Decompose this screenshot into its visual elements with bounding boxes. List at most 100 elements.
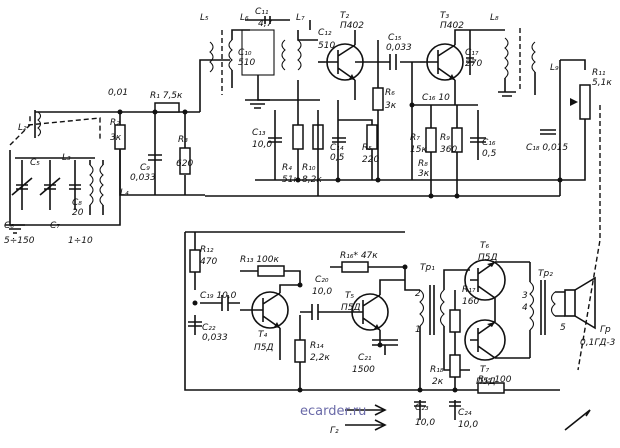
- capacitor-c20: [300, 304, 340, 320]
- label-c17v: 270: [465, 59, 482, 69]
- label-r18: R₁₈: [430, 365, 444, 375]
- resistor-r3: [179, 147, 191, 175]
- label-r11: R₁₁: [592, 68, 606, 78]
- label-c10v: 510: [238, 58, 255, 68]
- label-t7: T₇: [480, 365, 489, 375]
- capacitor-c23: [414, 400, 426, 420]
- label-r6: R₆: [385, 88, 395, 98]
- resistor-r18: [449, 354, 461, 378]
- label-c21: C₂₁: [358, 353, 372, 363]
- label-c20: C₂₀: [315, 275, 329, 285]
- label-r15: R₁₅ 100: [478, 375, 512, 385]
- label-r8: R₈: [418, 159, 428, 169]
- label-r14: R₁₄: [310, 341, 324, 351]
- label-c9v: 0,033: [130, 173, 156, 183]
- junctions: [117, 102, 563, 393]
- ground-symbol-corner: [564, 409, 591, 431]
- label-l3: L₃: [62, 153, 71, 163]
- label-r4v: 51к: [282, 175, 299, 185]
- label-r7v: 15к: [410, 145, 427, 155]
- label-r10: R₁₀: [302, 163, 316, 173]
- resistor-r14: [294, 339, 306, 363]
- label-c15: C₁₅: [388, 33, 402, 43]
- label-c13v: 10,0: [252, 140, 272, 150]
- label-c5: C₅: [30, 158, 40, 168]
- label-l8: L₈: [490, 13, 499, 23]
- label-c8v: 20: [72, 208, 84, 218]
- label-c8: C₈: [72, 198, 82, 208]
- label-r3: R₃: [178, 135, 188, 145]
- label-v001: 0,01: [108, 88, 128, 98]
- capacitor-c9: [148, 154, 162, 161]
- coil-block-l8-l9: [498, 28, 536, 97]
- watermark: ecarder.ru: [300, 404, 366, 419]
- label-c16: C₁₆ 10: [422, 93, 450, 103]
- label-c6v: 5÷150: [4, 236, 35, 246]
- label-n3: 3: [522, 291, 528, 301]
- label-c16b: C₁₆: [482, 138, 496, 148]
- label-g2: Г₂: [330, 426, 339, 436]
- capacitor-c22: [188, 315, 202, 335]
- label-c14: C₁₄: [330, 143, 344, 153]
- label-c7: C₇: [50, 221, 60, 231]
- label-c12: C₁₂: [318, 28, 332, 38]
- transistor-t4[interactable]: [240, 284, 300, 360]
- label-r4: R₄: [282, 163, 292, 173]
- label-tr2: Тр₂: [538, 269, 553, 279]
- resistor-r5: [366, 124, 378, 150]
- label-c20v: 10,0: [312, 287, 332, 297]
- label-c24v: 10,0: [458, 420, 478, 430]
- capacitor-c13: [268, 137, 282, 143]
- label-t6: T₆: [480, 241, 489, 251]
- label-c22v: 0,033: [202, 333, 228, 343]
- transistor-t6[interactable]: [464, 259, 530, 315]
- label-c23v: 10,0: [415, 418, 435, 428]
- label-r12v: 470: [200, 257, 217, 267]
- label-t3: T₃: [440, 11, 449, 21]
- resistor-r4: [292, 124, 304, 150]
- capacitor-c14: [332, 137, 346, 143]
- resistor-r13: [257, 265, 285, 277]
- label-c22: C₂₂: [202, 323, 216, 333]
- wire-to-l5: [199, 59, 230, 112]
- transistor-t3[interactable]: [425, 29, 505, 105]
- label-r17: R₁₇: [462, 285, 476, 295]
- label-r6v: 3к: [385, 101, 397, 111]
- coil-block-l5-l7: [209, 16, 320, 109]
- resistor-r2: [114, 124, 126, 150]
- resistor-r7: [425, 127, 437, 153]
- label-r12: R₁₂: [200, 245, 214, 255]
- speaker-icon: [564, 276, 596, 330]
- label-c14v: 0,5: [330, 153, 345, 163]
- label-t4t: П5Д: [254, 343, 274, 353]
- label-r7: R₇: [410, 133, 420, 143]
- label-t4: T₄: [258, 330, 267, 340]
- label-c7v: 1÷10: [68, 236, 93, 246]
- label-t5: T₅: [345, 291, 354, 301]
- capacitor-c17: [466, 30, 474, 75]
- potentiometer-r11[interactable]: [579, 84, 591, 120]
- label-r2: R₂: [110, 118, 120, 128]
- label-l2: L₂: [18, 123, 27, 133]
- label-l5: L₅: [200, 13, 209, 23]
- label-r5v: 220: [362, 155, 379, 165]
- capacitor-c24: [449, 400, 461, 420]
- resistor-r1: [154, 102, 180, 113]
- label-c10: C₁₀: [238, 48, 252, 58]
- label-r5: R₅: [362, 143, 372, 153]
- label-t2: T₂: [340, 11, 349, 21]
- resistor-r17: [449, 309, 461, 333]
- resistor-r16: [341, 261, 369, 273]
- wire-t2-emitter: [337, 100, 373, 180]
- label-l6: L₆: [240, 13, 249, 23]
- label-t2t: П402: [340, 21, 364, 31]
- label-l4: L₄: [120, 188, 129, 198]
- transistor-t7[interactable]: [464, 315, 530, 361]
- label-r13: R₁₃ 100к: [240, 255, 280, 265]
- label-r18v: 2к: [432, 377, 444, 387]
- label-r8v: 3к: [418, 169, 430, 179]
- label-c23: C₂₃: [415, 403, 429, 413]
- label-r10v: 8,2к: [302, 175, 322, 185]
- label-c19: C₁₉ 10,0: [200, 291, 237, 301]
